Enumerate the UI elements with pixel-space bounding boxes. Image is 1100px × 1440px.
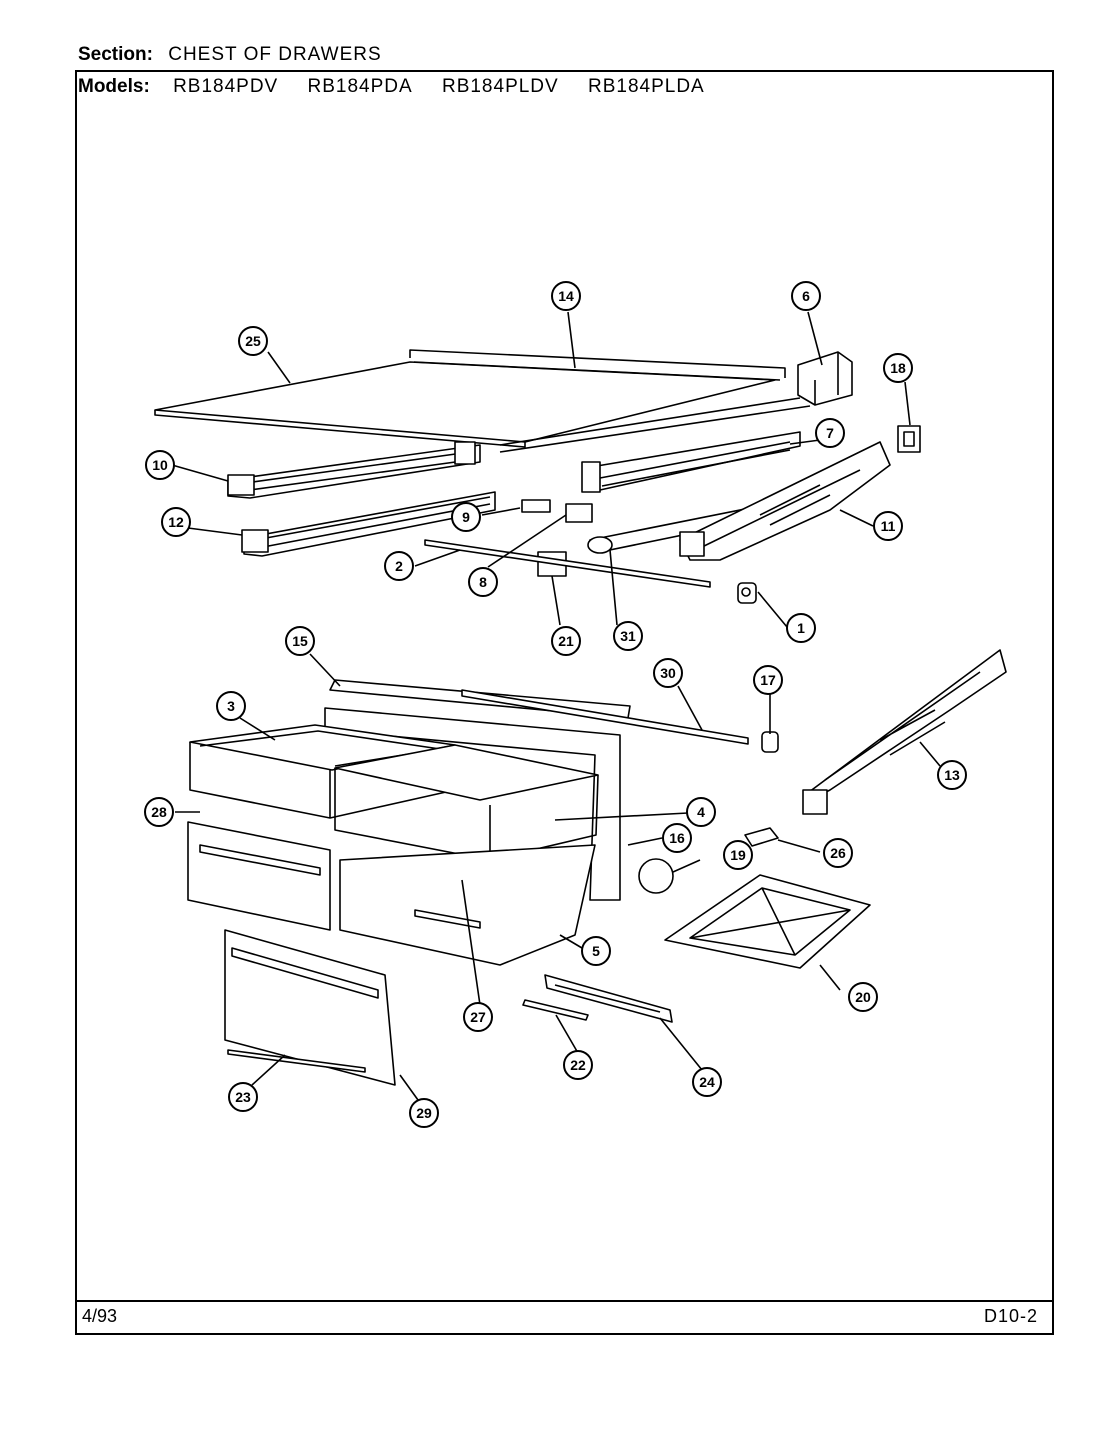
- callout-bubble: 24: [692, 1067, 722, 1097]
- callout-bubble: 2: [384, 551, 414, 581]
- side-support: [679, 441, 891, 561]
- callout-bubble: 27: [463, 1002, 493, 1032]
- svg-text:26: 26: [830, 845, 846, 861]
- diagram-frame: [75, 70, 1054, 1335]
- svg-text:6: 6: [802, 288, 810, 304]
- end-cap: [797, 351, 853, 406]
- crisper-drawer: [339, 844, 596, 966]
- side-support: [804, 649, 1007, 801]
- rod: [461, 689, 749, 745]
- callout-bubble: 22: [563, 1050, 593, 1080]
- svg-text:11: 11: [881, 518, 896, 534]
- svg-text:21: 21: [558, 633, 574, 649]
- svg-text:29: 29: [416, 1105, 432, 1121]
- callout-bubble: 14: [551, 281, 581, 311]
- svg-text:5: 5: [592, 943, 600, 959]
- models-label: Models:: [78, 76, 150, 97]
- clip: [638, 858, 674, 894]
- callout-bubble: 4: [686, 797, 716, 827]
- svg-text:10: 10: [152, 457, 168, 473]
- svg-text:9: 9: [462, 509, 470, 525]
- callout-bubble: 1: [786, 613, 816, 643]
- footer-page-code: D10-2: [983, 1306, 1038, 1326]
- svg-text:31: 31: [620, 628, 636, 644]
- callout-bubble: 13: [937, 760, 967, 790]
- svg-text:16: 16: [669, 830, 685, 846]
- svg-text:7: 7: [826, 425, 834, 441]
- strip: [522, 999, 589, 1021]
- callout-bubble: 6: [791, 281, 821, 311]
- trim-strip: [227, 1049, 366, 1073]
- section-title: Section: CHEST OF DRAWERS: [78, 44, 382, 66]
- model-number: RB184PDV: [173, 76, 279, 97]
- section-value: CHEST OF DRAWERS: [168, 44, 382, 65]
- model-number: RB184PLDV: [441, 76, 559, 97]
- svg-text:22: 22: [570, 1057, 586, 1073]
- svg-text:2: 2: [395, 558, 403, 574]
- callout-bubble: 20: [848, 982, 878, 1012]
- callout-bubble: 5: [581, 936, 611, 966]
- shelf-trim: [409, 349, 786, 378]
- svg-text:17: 17: [760, 672, 776, 688]
- footer-date: 4/93: [82, 1306, 118, 1326]
- glass-shelf: [154, 361, 776, 443]
- svg-text:23: 23: [235, 1089, 251, 1105]
- svg-text:15: 15: [292, 633, 308, 649]
- callout-bubble: 12: [161, 507, 191, 537]
- drawer-front-panel: [224, 929, 396, 1086]
- clip: [761, 731, 779, 753]
- callout-bubble: 15: [285, 626, 315, 656]
- svg-text:1: 1: [797, 620, 805, 636]
- model-number: RB184PDA: [307, 76, 413, 97]
- clip: [744, 827, 779, 847]
- model-number: RB184PLDA: [587, 76, 705, 97]
- bracket: [565, 503, 593, 523]
- crisper-lid: [664, 874, 871, 969]
- callout-bubble: 10: [145, 450, 175, 480]
- callout-bubble: 18: [883, 353, 913, 383]
- svg-text:27: 27: [470, 1009, 486, 1025]
- callout-bubble: 30: [653, 658, 683, 688]
- callout-bubble: 9: [451, 502, 481, 532]
- models-line: Models: RB184PDV RB184PDA RB184PLDV RB18…: [78, 76, 729, 98]
- callout-bubble: 7: [815, 418, 845, 448]
- knob: [737, 582, 757, 604]
- svg-text:20: 20: [855, 989, 871, 1005]
- callout-bubble: 29: [409, 1098, 439, 1128]
- svg-text:28: 28: [151, 804, 167, 820]
- drawer-front: [187, 821, 331, 931]
- rod: [424, 539, 711, 588]
- svg-text:25: 25: [245, 333, 261, 349]
- svg-text:4: 4: [697, 804, 705, 820]
- callout-bubble: 3: [216, 691, 246, 721]
- clip: [897, 425, 921, 453]
- callout-bubble: 16: [662, 823, 692, 853]
- callout-bubble: 25: [238, 326, 268, 356]
- svg-text:19: 19: [730, 847, 746, 863]
- svg-text:14: 14: [558, 288, 574, 304]
- section-label: Section:: [78, 44, 153, 65]
- svg-text:24: 24: [699, 1074, 715, 1090]
- callout-bubble: 19: [723, 840, 753, 870]
- callout-bubble: 8: [468, 567, 498, 597]
- svg-text:12: 12: [168, 514, 184, 530]
- callout-bubble: 28: [144, 797, 174, 827]
- callout-bubble: 31: [613, 621, 643, 651]
- svg-text:30: 30: [660, 665, 676, 681]
- slide-rail: [227, 444, 481, 499]
- callout-bubble: 21: [551, 626, 581, 656]
- svg-text:3: 3: [227, 698, 235, 714]
- svg-text:13: 13: [944, 767, 960, 783]
- svg-text:18: 18: [890, 360, 906, 376]
- svg-text:8: 8: [479, 574, 487, 590]
- callout-bubble: 26: [823, 838, 853, 868]
- callout-bubble: 17: [753, 665, 783, 695]
- bracket: [521, 499, 551, 513]
- callout-bubble: 23: [228, 1082, 258, 1112]
- callout-bubble: 11: [873, 511, 903, 541]
- footer-divider: [75, 1300, 1054, 1302]
